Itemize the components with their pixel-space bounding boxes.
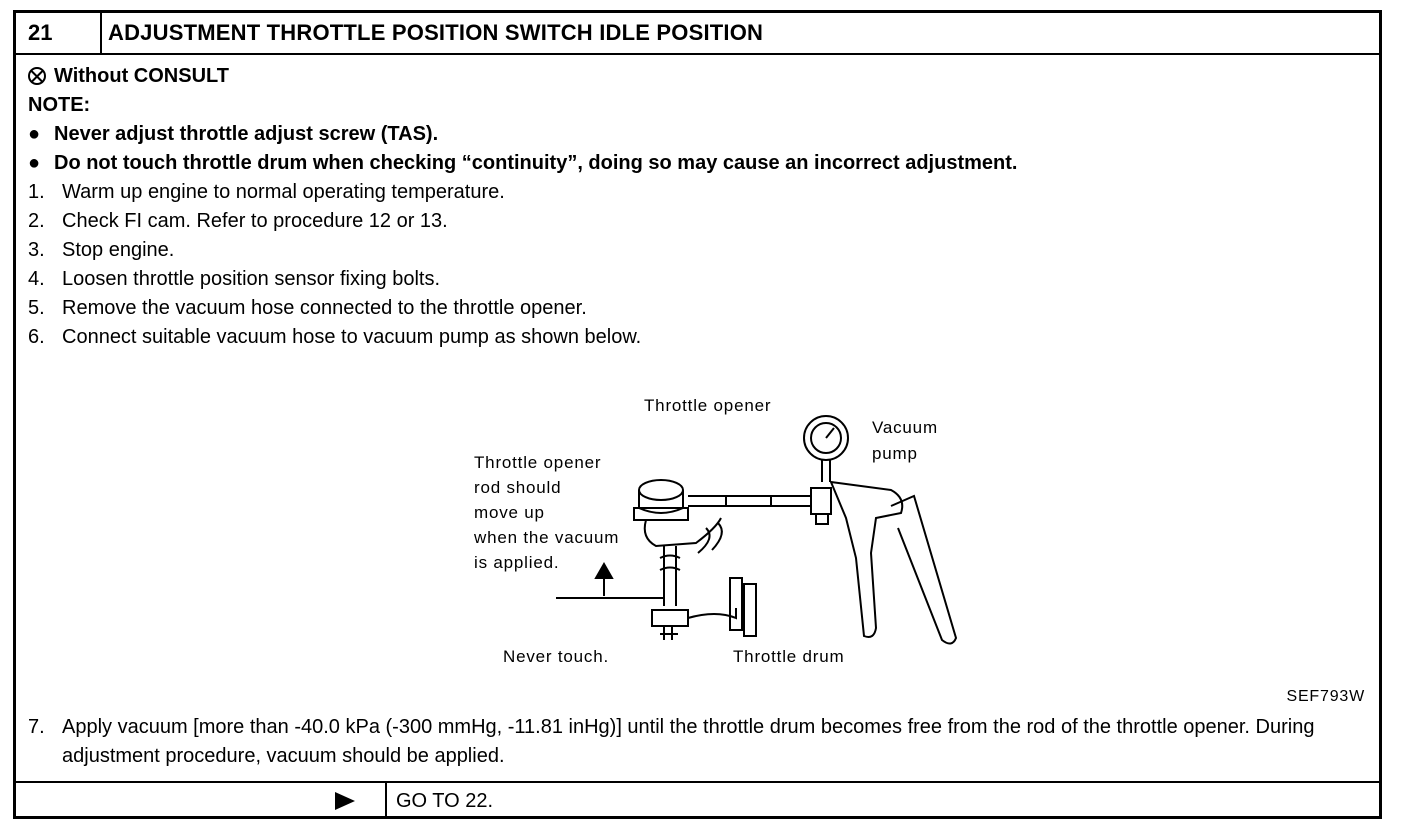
note-item: ● Never adjust throttle adjust screw (TAS… bbox=[28, 120, 438, 149]
step-item-number: 6. bbox=[28, 326, 45, 348]
label-never-touch: Never touch. bbox=[503, 647, 609, 666]
figure-code: SEF793W bbox=[1286, 688, 1365, 705]
step-item-number: 7. bbox=[28, 716, 45, 738]
step-item-text: Warm up engine to normal operating tempe… bbox=[62, 181, 505, 203]
note-text: Never adjust throttle adjust screw (TAS)… bbox=[54, 123, 439, 145]
step-item-text: Check FI cam. Refer to procedure 12 or 1… bbox=[62, 210, 448, 232]
note-label: NOTE: bbox=[28, 94, 91, 116]
label-throttle-opener: Throttle opener bbox=[644, 396, 772, 415]
procedure-table: 21 ADJUSTMENT THROTTLE POSITION SWITCH I… bbox=[13, 10, 1382, 819]
right-arrow-icon bbox=[335, 792, 355, 810]
note-item: ● Do not touch throttle drum when checkin… bbox=[28, 149, 1017, 178]
illustration-drawing bbox=[556, 415, 958, 645]
step-item-text: Connect suitable vacuum hose to vacuum p… bbox=[62, 326, 642, 348]
step-header: 21 ADJUSTMENT THROTTLE POSITION SWITCH I… bbox=[16, 13, 1379, 55]
no-consult-icon bbox=[28, 67, 46, 85]
step-item-number: 3. bbox=[28, 239, 45, 261]
label-rod-note: Throttle opener bbox=[474, 453, 602, 472]
step-item-text: Remove the vacuum hose connected to the … bbox=[62, 297, 587, 319]
step-item-number: 1. bbox=[28, 181, 45, 203]
bullet-icon: ● bbox=[28, 152, 41, 174]
step-item: 7. Apply vacuum [more than -40.0 kPa (-3… bbox=[28, 713, 1368, 771]
bullet-icon: ● bbox=[28, 123, 41, 145]
vacuum-pump-illustration: Throttle opener Vacuum pump Throttle ope… bbox=[436, 378, 996, 678]
result-row: GO TO 22. bbox=[16, 781, 1379, 819]
label-rod-note: move up bbox=[474, 503, 545, 522]
label-vacuum-pump: pump bbox=[872, 444, 918, 463]
label-rod-note: when the vacuum bbox=[474, 528, 620, 547]
step-item: 2. Check FI cam. Refer to procedure 12 or… bbox=[28, 207, 448, 236]
consult-mode: Without CONSULT bbox=[28, 62, 229, 91]
label-vacuum-pump: Vacuum bbox=[872, 418, 938, 437]
label-rod-note: is applied. bbox=[474, 553, 560, 572]
note-text: Do not touch throttle drum when checking… bbox=[54, 152, 1018, 174]
result-cell bbox=[16, 783, 387, 819]
label-throttle-drum: Throttle drum bbox=[733, 647, 845, 666]
consult-label: Without CONSULT bbox=[54, 65, 229, 87]
step-item: 6. Connect suitable vacuum hose to vacuum… bbox=[28, 323, 641, 352]
step-item-number: 5. bbox=[28, 297, 45, 319]
step-item: 1. Warm up engine to normal operating tem… bbox=[28, 178, 505, 207]
step-item-text: Stop engine. bbox=[62, 239, 175, 261]
step-item-number: 4. bbox=[28, 268, 45, 290]
label-rod-note: rod should bbox=[474, 478, 562, 497]
step-item: 3. Stop engine. bbox=[28, 236, 174, 265]
step-item: 4. Loosen throttle position sensor fixing… bbox=[28, 265, 440, 294]
step-item-number: 2. bbox=[28, 210, 45, 232]
step-number: 21 bbox=[16, 13, 102, 53]
step-title: ADJUSTMENT THROTTLE POSITION SWITCH IDLE… bbox=[108, 20, 764, 45]
goto-next-step: GO TO 22. bbox=[396, 790, 494, 812]
step-item-text: Loosen throttle position sensor fixing b… bbox=[62, 268, 440, 290]
step-item-text: Apply vacuum [more than -40.0 kPa (-300 … bbox=[62, 716, 1315, 767]
step-item: 5. Remove the vacuum hose connected to th… bbox=[28, 294, 587, 323]
